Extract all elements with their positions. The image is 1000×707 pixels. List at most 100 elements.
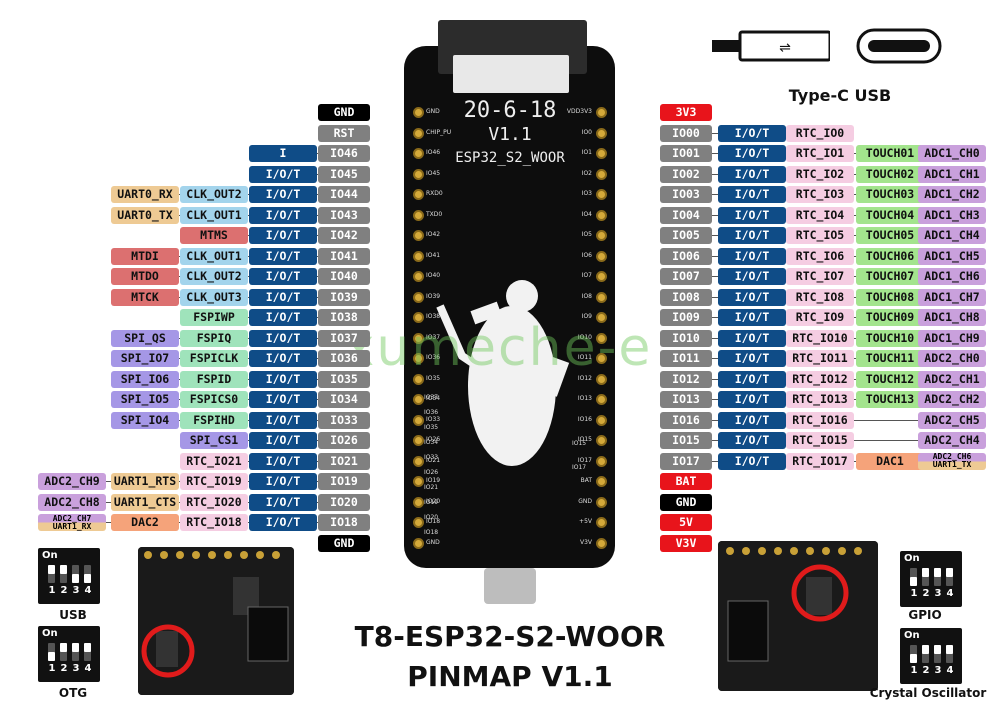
pin-label-left-clk: CLK_OUT2 bbox=[180, 186, 248, 203]
silk-label-left: IO33 bbox=[426, 415, 441, 423]
dip-toggle bbox=[60, 643, 67, 661]
pin-label-left-gpio: IO33 bbox=[318, 411, 370, 429]
pin-label-right-adc: ADC2_CH4 bbox=[918, 432, 986, 449]
header-pin bbox=[413, 455, 424, 467]
silk-label-right: IO5 bbox=[581, 231, 592, 238]
pin-label-right-touch: TOUCH05 bbox=[856, 227, 924, 244]
pin-label-right-touch: TOUCH12 bbox=[856, 370, 924, 388]
title-line-1: T8-ESP32-S2-WOOR bbox=[354, 620, 666, 653]
header-pin bbox=[413, 209, 424, 221]
pin-label-right-power: BAT bbox=[660, 473, 712, 490]
pin-label-right-adc: ADC2_CH2 bbox=[918, 391, 986, 408]
pin-label-right-gpio: IO10 bbox=[660, 329, 712, 347]
pin-label-right-gpio: IO08 bbox=[660, 288, 712, 306]
pin-label-left-clk: CLK_OUT3 bbox=[180, 288, 248, 306]
pcb-photo-right-art bbox=[718, 541, 878, 691]
pin-label-right-touch: TOUCH04 bbox=[856, 206, 924, 224]
pin-label-left-uart: UART0_RX bbox=[111, 186, 179, 203]
header-pin bbox=[413, 476, 424, 487]
dip-caption: Crystal Oscillator bbox=[869, 686, 987, 700]
dip-knob bbox=[60, 643, 67, 652]
silk-label-inner-left: IO21 bbox=[424, 484, 439, 491]
pin-label-left-fspi: FSPID bbox=[180, 370, 248, 388]
pin-label-left-spi: SPI_IO4 bbox=[111, 411, 179, 429]
silk-label-inner-left: IO35 bbox=[424, 424, 439, 431]
pin-label-left-spi: SPI_IO7 bbox=[111, 350, 179, 367]
pin-label-right-io-type: I/O/T bbox=[718, 288, 786, 306]
pin-label-left-fspi: FSPIWP bbox=[180, 309, 248, 326]
header-pin bbox=[596, 353, 607, 364]
header-pin bbox=[596, 312, 607, 323]
dip-toggle bbox=[84, 565, 91, 583]
pin-label-right-rtc: RTC_IO17 bbox=[786, 452, 854, 470]
header-pin bbox=[413, 148, 424, 159]
header-pin bbox=[596, 148, 607, 159]
header-pin bbox=[596, 435, 607, 446]
watermark: xumeche-e bbox=[343, 318, 653, 378]
header-pin bbox=[413, 394, 424, 405]
dip-number: 4 bbox=[946, 665, 954, 676]
pin-label-right-rtc: RTC_IO8 bbox=[786, 288, 854, 306]
pin-label-right-io-type: I/O/T bbox=[718, 411, 786, 429]
dip-number: 3 bbox=[934, 588, 942, 599]
pin-label-right-gpio: IO04 bbox=[660, 206, 712, 224]
pin-label-left-gpio: IO20 bbox=[318, 493, 370, 511]
pin-label-left-gpio: IO35 bbox=[318, 370, 370, 388]
pin-label-left-gpio: IO45 bbox=[318, 165, 370, 183]
pin-label-right-adc: ADC1_CH7 bbox=[918, 288, 986, 306]
silk-label-left: CHIP_PU bbox=[426, 128, 452, 136]
header-pin bbox=[596, 332, 607, 344]
header-pin bbox=[596, 537, 607, 549]
pin-label-right-rtc: RTC_IO0 bbox=[786, 124, 854, 142]
pin-label-right-io-type: I/O/T bbox=[718, 247, 786, 265]
pin-label-left-spi: SPI_QS bbox=[111, 329, 179, 347]
dip-number: 4 bbox=[84, 585, 92, 596]
pin-label-right-gpio: IO17 bbox=[660, 452, 712, 470]
dip-number: 3 bbox=[934, 665, 942, 676]
header-pin bbox=[413, 435, 424, 446]
dip-knob bbox=[72, 574, 79, 583]
pin-label-right-adc: ADC1_CH4 bbox=[918, 227, 986, 244]
pin-label-right-rtc: RTC_IO13 bbox=[786, 391, 854, 408]
dip-on-label: On bbox=[904, 630, 920, 641]
pin-func-adc: ADC2_CH7 bbox=[52, 514, 92, 523]
pin-label-right-io-type: I/O/T bbox=[718, 165, 786, 183]
pin-label-left-io-type: I/O/T bbox=[249, 493, 317, 511]
dip-toggle bbox=[72, 643, 79, 661]
dip-toggle bbox=[922, 568, 929, 586]
pin-label-right-adc: ADC2_CH5 bbox=[918, 411, 986, 429]
silk-label-left: IO34 bbox=[426, 395, 441, 402]
silk-label-right: IO10 bbox=[577, 333, 592, 341]
pin-label-left-gpio: IO26 bbox=[318, 432, 370, 449]
pin-label-right-power: 3V3 bbox=[660, 104, 712, 121]
pin-label-right-io-type: I/O/T bbox=[718, 329, 786, 347]
dip-knob bbox=[922, 568, 929, 577]
pin-label-left-io-type: I/O/T bbox=[249, 165, 317, 183]
silk-label-right: IO11 bbox=[577, 354, 592, 361]
dip-number: 2 bbox=[922, 588, 930, 599]
pin-label-right-io-type: I/O/T bbox=[718, 309, 786, 326]
pin-label-left-gpio: IO44 bbox=[318, 186, 370, 203]
pin-label-left-jtag: MTMS bbox=[180, 227, 248, 244]
dip-toggle bbox=[72, 565, 79, 583]
header-pin bbox=[413, 537, 424, 549]
pin-label-right-touch: TOUCH10 bbox=[856, 329, 924, 347]
pin-label-right-rtc: RTC_IO6 bbox=[786, 247, 854, 265]
dip-number: 2 bbox=[60, 585, 68, 596]
pin-label-right-touch: TOUCH07 bbox=[856, 268, 924, 285]
pin-label-right-io-type: I/O/T bbox=[718, 350, 786, 367]
pin-label-right-rtc: RTC_IO4 bbox=[786, 206, 854, 224]
silk-label-right: IO9 bbox=[581, 313, 592, 320]
pin-label-left-gpio: IO34 bbox=[318, 391, 370, 408]
board-name: ESP32_S2_WOOR bbox=[455, 150, 565, 166]
silk-label-left: IO19 bbox=[426, 477, 441, 484]
dip-knob bbox=[84, 574, 91, 583]
pin-label-right-adc: ADC1_CH2 bbox=[918, 186, 986, 203]
pin-label-left-gpio: IO40 bbox=[318, 268, 370, 285]
pin-label-right-touch: TOUCH11 bbox=[856, 350, 924, 367]
pin-label-left-fspi: FSPIHD bbox=[180, 411, 248, 429]
dip-knob bbox=[934, 645, 941, 654]
pin-label-left-io-type: I/O/T bbox=[249, 247, 317, 265]
